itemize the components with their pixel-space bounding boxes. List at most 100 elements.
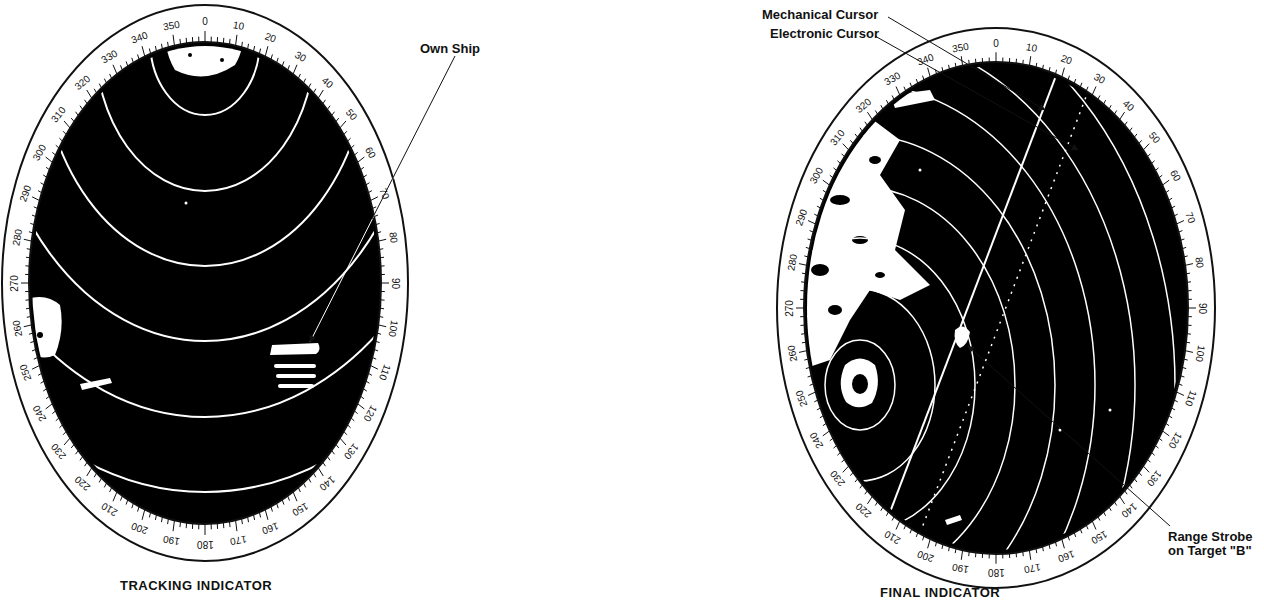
scale-tick	[43, 175, 47, 177]
scale-tick	[370, 365, 378, 369]
scale-tick	[968, 551, 970, 556]
scale-tick	[837, 161, 840, 164]
scale-tick	[814, 400, 818, 402]
scale-tick	[1174, 400, 1178, 402]
scale-tick	[56, 418, 59, 421]
scale-tick	[38, 191, 42, 193]
scale-tick	[186, 523, 187, 528]
tracking-dial	[0, 0, 535, 561]
scale-tick	[211, 524, 212, 529]
scale-tick	[1092, 87, 1096, 96]
scale-tick	[817, 206, 821, 208]
scale-tick	[313, 473, 315, 477]
scale-tick	[799, 264, 807, 266]
scale-tick	[192, 523, 193, 528]
scale-tick	[820, 198, 824, 200]
scale-tick	[381, 299, 385, 300]
scale-tick	[354, 411, 357, 414]
scale-tick	[1029, 550, 1030, 560]
scale-tick	[1169, 198, 1173, 200]
scale-tick	[896, 87, 900, 96]
scale-tick	[126, 61, 128, 66]
scale-tick	[1176, 392, 1184, 395]
scale-tick	[46, 157, 53, 162]
scale-tick	[820, 416, 824, 418]
scale-tick	[360, 396, 364, 399]
scale-tick	[1134, 479, 1137, 483]
scale-tick	[217, 523, 218, 528]
scale-tick	[1188, 299, 1192, 300]
scale-tick	[155, 46, 156, 51]
scale-tick	[132, 503, 134, 508]
scale-tick	[308, 478, 310, 482]
scale-tick	[823, 423, 827, 425]
scale-tick	[808, 221, 816, 224]
scale-tick	[24, 325, 32, 327]
scale-tick	[377, 333, 381, 334]
scale-tick	[875, 111, 877, 115]
scale-tick	[381, 291, 385, 292]
scale-tick	[1182, 247, 1186, 248]
scale-tick	[80, 106, 83, 110]
scale-tick	[830, 175, 833, 178]
scale-tick	[799, 351, 807, 353]
scale-tick	[64, 438, 70, 445]
callout-label: Own Ship	[420, 42, 480, 56]
scale-tick	[982, 553, 983, 558]
bearing-number: 260	[10, 319, 24, 337]
scale-tick	[801, 281, 805, 283]
scale-tick	[837, 452, 840, 455]
scale-tick	[1155, 445, 1158, 448]
scale-tick	[351, 145, 354, 148]
scale-tick	[904, 87, 906, 92]
scale-tick	[368, 191, 372, 193]
scale-tick	[223, 523, 224, 528]
scale-tick	[1109, 105, 1111, 109]
scale-tick	[138, 506, 139, 511]
scale-tick	[1086, 525, 1088, 530]
bearing-number: 80	[387, 231, 400, 244]
scale-tick	[804, 256, 808, 257]
scale-tick	[26, 308, 30, 310]
scale-tick	[802, 273, 806, 275]
scale-tick	[1188, 308, 1196, 309]
scale-tick	[989, 553, 990, 558]
indicator-title: FINAL INDICATOR	[880, 586, 1000, 600]
bearing-number: 270	[9, 275, 20, 292]
scale-tick	[1016, 552, 1017, 557]
scale-tick	[1022, 60, 1024, 65]
bearing-number: 80	[1193, 256, 1206, 269]
scale-tick	[823, 431, 830, 436]
scale-tick	[32, 349, 36, 351]
scale-tick	[842, 459, 845, 462]
scale-tick	[354, 152, 357, 155]
scale-tick	[236, 520, 237, 531]
scale-tick	[340, 121, 346, 128]
scale-tick	[996, 52, 997, 62]
scale-tick	[29, 333, 33, 334]
scale-tick	[376, 223, 380, 224]
scale-tick	[378, 239, 386, 241]
scale-tick	[1080, 83, 1082, 88]
scale-tick	[1151, 452, 1154, 455]
scale-tick	[1186, 342, 1190, 344]
bearing-number: 90	[1198, 302, 1209, 313]
scale-tick	[1159, 438, 1162, 441]
scale-tick	[808, 376, 812, 377]
scale-tick	[363, 175, 367, 177]
scale-tick	[63, 431, 66, 434]
scale-tick	[120, 496, 122, 501]
scale-tick	[313, 89, 315, 93]
scale-tick	[1074, 79, 1076, 84]
scale-tick	[1049, 67, 1050, 72]
scale-tick	[30, 341, 34, 342]
scale-tick	[363, 389, 367, 391]
bearing-number: 0	[993, 38, 999, 49]
scale-tick	[989, 58, 990, 63]
scale-tick	[126, 500, 128, 505]
scale-tick	[25, 265, 29, 266]
scale-tick	[318, 90, 323, 98]
scale-tick	[1185, 264, 1193, 266]
scale-tick	[1179, 384, 1183, 386]
scale-tick	[344, 131, 347, 134]
